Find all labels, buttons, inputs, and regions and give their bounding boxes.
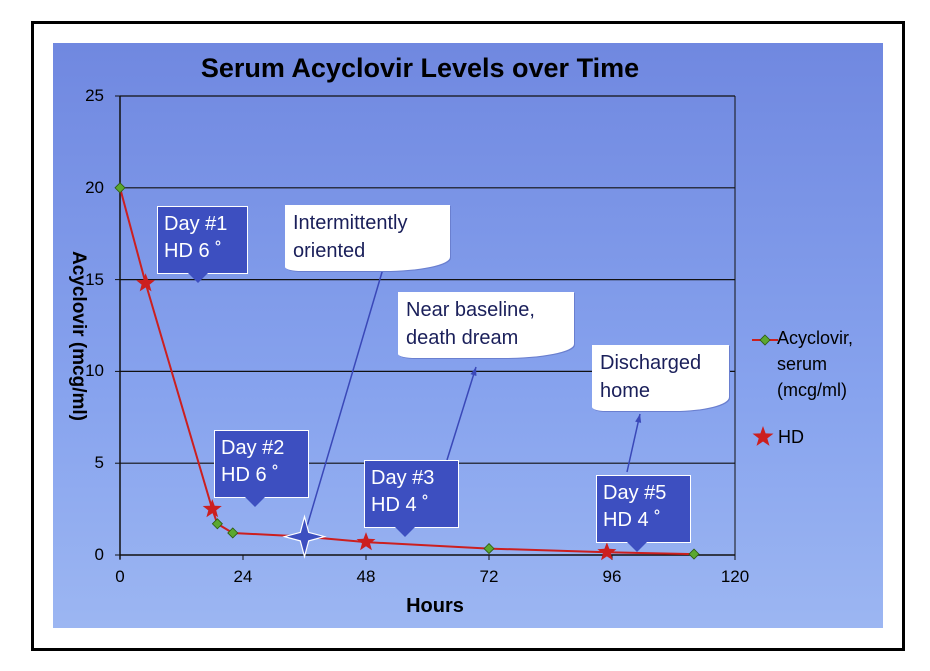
y-tick-label: 5 <box>94 453 104 472</box>
annotation-arrow <box>302 261 386 541</box>
x-tick-label: 72 <box>479 567 499 586</box>
annotation-intermittently-oriented: Intermittently oriented <box>285 205 450 271</box>
data-point-star <box>136 273 156 292</box>
legend-line: serum <box>777 354 828 374</box>
data-point-diamond <box>114 182 126 194</box>
annotation-line: Near baseline, <box>406 299 535 321</box>
data-point-diamond <box>211 518 223 530</box>
annotation-day3: Day #3 HD 4 ˚ <box>364 460 459 537</box>
annotation-near-baseline: Near baseline, death dream <box>398 292 574 358</box>
legend-star-icon <box>752 426 774 446</box>
y-tick-label: 0 <box>94 545 104 564</box>
data-point-diamond <box>227 527 239 539</box>
y-tick-label: 15 <box>85 270 104 289</box>
annotation-line: Intermittently <box>293 212 408 234</box>
data-point-star <box>356 532 376 551</box>
annotation-line: Day #2 <box>221 437 285 459</box>
arrowhead-icon <box>635 414 642 423</box>
y-tick-label: 25 <box>85 86 104 105</box>
annotation-line: home <box>600 380 651 402</box>
annotation-line: oriented <box>293 240 366 262</box>
arrowhead-icon <box>470 367 477 376</box>
data-point-diamond <box>688 548 700 560</box>
annotation-line: HD 6 ˚ <box>221 464 279 486</box>
x-tick-label: 96 <box>602 567 622 586</box>
annotation-line: Day #3 <box>371 467 435 489</box>
annotation-line: HD 6 ˚ <box>164 240 222 262</box>
data-point-star <box>597 542 617 561</box>
annotation-discharged-home: Discharged home <box>592 345 729 411</box>
x-tick-label: 0 <box>115 567 125 586</box>
y-tick-label: 10 <box>85 361 104 380</box>
y-axis-title: Acyclovir (mcg/ml) <box>68 251 89 421</box>
outer-border <box>31 21 905 651</box>
data-point-star <box>202 499 222 518</box>
annotation-line: HD 4 ˚ <box>371 494 429 516</box>
x-tick-label: 120 <box>720 567 750 586</box>
annotation-line: death dream <box>406 327 519 349</box>
legend-line: (mcg/ml) <box>777 380 847 400</box>
annotation-line: Day #1 <box>164 213 228 235</box>
legend-line: Acyclovir, <box>777 328 854 348</box>
annotation-day5: Day #5 HD 4 ˚ <box>596 475 691 552</box>
y-tick-label: 20 <box>85 178 104 197</box>
annotation-line: Discharged <box>600 352 702 374</box>
annotation-day2: Day #2 HD 6 ˚ <box>214 430 309 507</box>
series-line-acyclovir <box>119 187 695 556</box>
annotation-line: HD 4 ˚ <box>603 509 661 531</box>
x-axis-title: Hours <box>406 595 464 617</box>
x-tick-label: 24 <box>233 567 253 586</box>
data-point-diamond <box>483 543 495 555</box>
annotation-arrow <box>626 413 641 473</box>
annotation-line: Day #5 <box>603 482 667 504</box>
legend-diamond-icon <box>759 334 771 346</box>
x-tick-label: 48 <box>356 567 376 586</box>
legend-label-acyclovir: Acyclovir, serum (mcg/ml) <box>777 325 853 403</box>
chart-title: Serum Acyclovir Levels over Time <box>200 53 640 83</box>
highlight-star-icon <box>282 514 327 559</box>
legend-label-hd: HD <box>778 427 804 447</box>
annotation-day1: Day #1 HD 6 ˚ <box>157 206 248 283</box>
annotation-arrow <box>446 366 477 461</box>
